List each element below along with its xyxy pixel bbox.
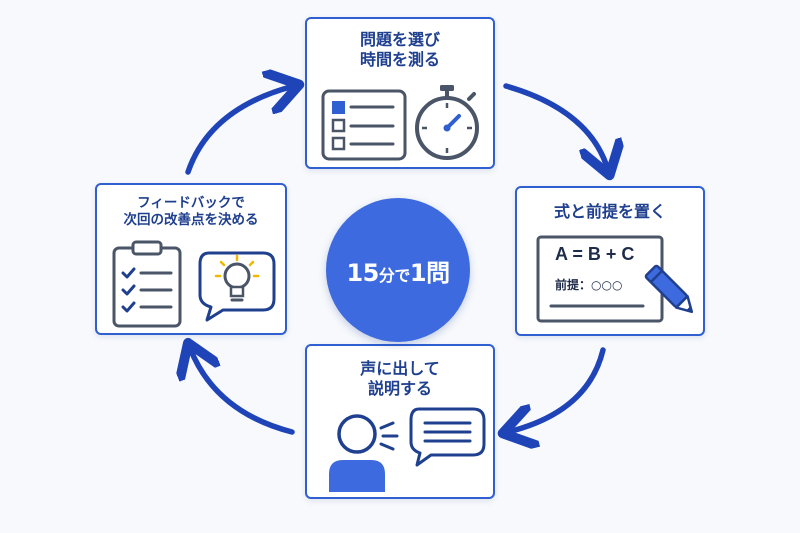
step-right-title: 式と前提を置く (553, 202, 666, 221)
speaking-person-icon (329, 414, 399, 492)
clipboard-checklist-icon (112, 240, 182, 328)
step-card-explain-aloud: 声に出して 説明する (305, 344, 495, 499)
checklist-icon (321, 89, 407, 161)
step-top-line2: 時間を測る (359, 50, 440, 69)
center-end: 問 (426, 258, 450, 287)
step-card-formula-premise: 式と前提を置く A = B + C 前提：○○○ (515, 186, 705, 336)
premise-text: 前提：○○○ (555, 278, 623, 292)
center-mid: 分で (378, 265, 411, 285)
arrow-bottom-to-left (190, 348, 295, 435)
pencil-icon (644, 264, 694, 314)
step-left-line2: 次回の改善点を決める (123, 211, 259, 228)
formula-text: A = B + C (555, 244, 635, 264)
step-bottom-line1: 声に出して (360, 359, 440, 378)
lightbulb-icon (198, 251, 276, 322)
arrow-right-to-bottom (508, 347, 606, 432)
center-num1: 15 (346, 258, 379, 287)
stopwatch-icon (415, 85, 479, 160)
step-top-line1: 問題を選び (359, 30, 440, 49)
arrow-top-to-right (503, 83, 608, 170)
center-circle: 15分で1問 (326, 198, 470, 342)
step-card-select-and-time: 問題を選び 時間を測る (305, 17, 495, 169)
step-left-line1: フィードバックで (137, 195, 245, 211)
step-bottom-line2: 説明する (367, 379, 432, 398)
center-num2: 1 (409, 258, 427, 287)
speech-bubble-icon (409, 407, 486, 467)
arrow-left-to-top (185, 86, 294, 175)
center-label: 15分で1問 (346, 253, 450, 288)
step-card-feedback: フィードバックで 次回の改善点を決める (95, 183, 287, 335)
